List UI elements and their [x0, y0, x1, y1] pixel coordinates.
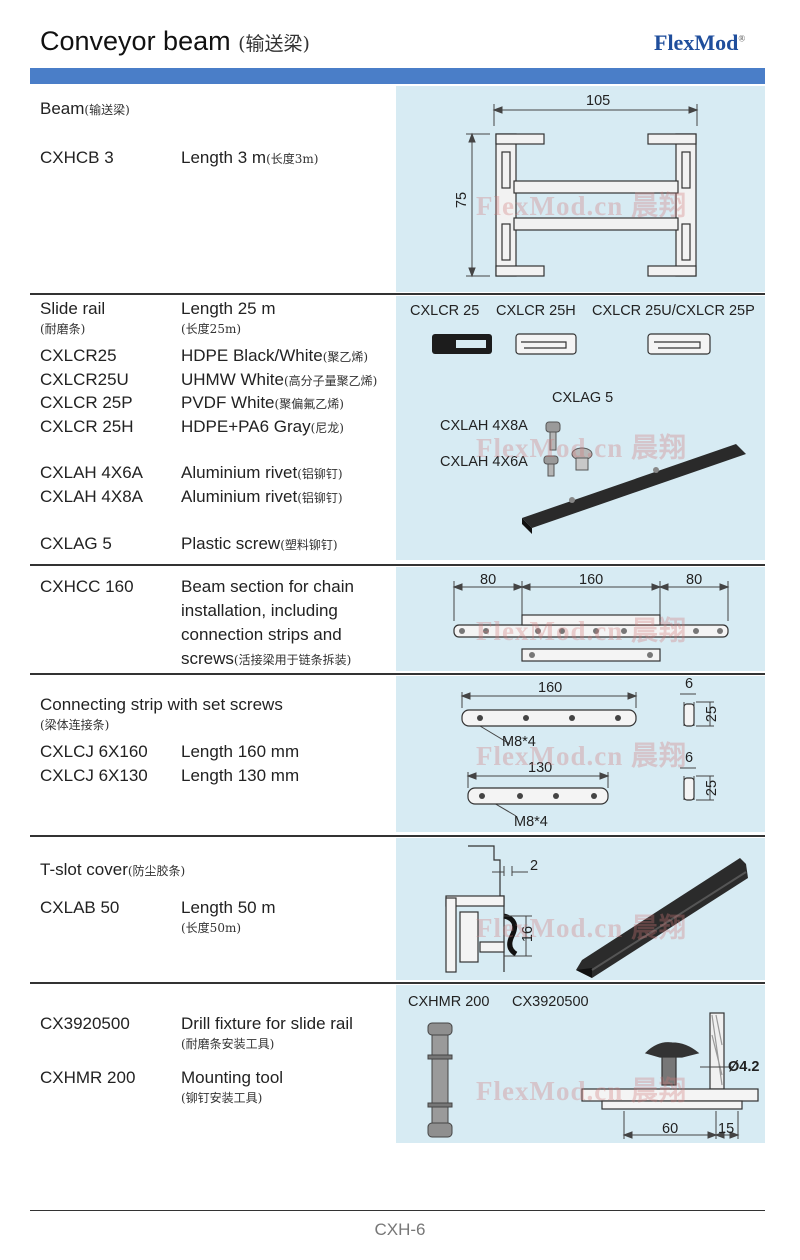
tool-code: CXHMR 200 [40, 1068, 136, 1087]
rail-label-25: CXLCR 25 [410, 303, 480, 319]
beam-width-label: 105 [586, 93, 611, 109]
chain-section-desc-line: Beam section for chain [181, 577, 354, 596]
connecting-strip-heading: Connecting strip with set screws [40, 695, 283, 714]
screw-size-label: M8*4 [514, 814, 548, 830]
tool-desc-cn: (铆钉安装工具) [181, 1091, 263, 1105]
chain-section-image-panel: 80 160 80 FlexMod.cn 晨翔 [396, 567, 765, 671]
rail-label-25u-25p: CXLCR 25U/CXLCR 25P [592, 303, 755, 319]
brand-logo: FlexMod® [654, 30, 746, 55]
strip-desc: Length 160 mm [181, 742, 300, 761]
row-divider [30, 835, 765, 837]
watermark: FlexMod.cn 晨翔 [476, 191, 687, 221]
connecting-strip-heading-cn: (梁体连接条) [40, 718, 110, 732]
page-number: CXH-6 [374, 1220, 426, 1239]
slide-rail-heading: Slide rail [40, 299, 106, 318]
strip-code: CXLCJ 6X160 [40, 742, 148, 761]
strip-thickness: 6 [685, 676, 694, 692]
rivet-desc: Aluminium rivet(铝铆钉) [181, 463, 343, 482]
screw-size-label: M8*4 [502, 734, 536, 750]
watermark: FlexMod.cn 晨翔 [476, 913, 687, 943]
beam-code: CXHCB 3 [40, 148, 114, 167]
chain-section-desc-line: screws(活接梁用于链条拆装) [181, 649, 352, 668]
beam-desc: Length 3 m(长度3m) [181, 148, 319, 167]
rivet6-label: CXLAH 4X6A [440, 454, 528, 470]
tslot-image-panel: 2 16 FlexMod.cn 晨翔 [396, 838, 765, 980]
dim-right: 80 [686, 572, 703, 588]
header-banner [30, 68, 765, 84]
page-title: Conveyor beam (输送梁) [40, 26, 310, 56]
tslot-desc: Length 50 m [181, 898, 276, 917]
strip-height: 25 [704, 705, 721, 723]
dim-left: 80 [480, 572, 497, 588]
slide-rail-image-panel: CXLCR 25 CXLCR 25H CXLCR 25U/CXLCR 25P C… [396, 296, 765, 560]
tool-code: CX3920500 [40, 1014, 130, 1033]
screw-desc: Plastic screw(塑料铆钉) [181, 534, 338, 553]
tslot-drawing [445, 845, 748, 978]
footer-divider [30, 1210, 765, 1211]
connecting-strip-image-panel: 160 M8*4 130 M8*4 6 25 6 25 FlexMod.cn 晨… [396, 676, 765, 832]
rivet-desc: Aluminium rivet(铝铆钉) [181, 487, 343, 506]
chain-section-code: CXHCC 160 [40, 577, 134, 596]
slide-rail-drawing [432, 333, 746, 534]
beam-height-label: 75 [454, 191, 471, 209]
tool-desc: Drill fixture for slide rail [181, 1014, 353, 1033]
slide-rail-code: CXLCR25U [40, 370, 129, 389]
rivet-code: CXLAH 4X6A [40, 463, 143, 482]
slide-rail-desc: HDPE Black/White(聚乙烯) [181, 346, 369, 365]
page-title-cn: (输送梁) [238, 33, 310, 55]
watermark: FlexMod.cn 晨翔 [476, 433, 687, 463]
rivet-code: CXLAH 4X8A [40, 487, 143, 506]
tslot-heading: T-slot cover(防尘胶条) [40, 860, 186, 879]
strip-code: CXLCJ 6X130 [40, 766, 148, 785]
dim-middle: 160 [579, 572, 604, 588]
tool-label-drill: CX3920500 [512, 994, 589, 1010]
tool-desc: Mounting tool [181, 1068, 284, 1087]
rail-label-25h: CXLCR 25H [496, 303, 576, 319]
screw-label: CXLAG 5 [552, 390, 614, 406]
beam-heading: Beam(输送梁) [40, 99, 130, 118]
strip-desc: Length 130 mm [181, 766, 300, 785]
dim-15: 15 [718, 1121, 735, 1137]
slide-rail-desc: UHMW White(高分子量聚乙烯) [181, 370, 378, 389]
chain-section-drawing [452, 581, 730, 662]
tslot-code: CXLAB 50 [40, 898, 120, 917]
slide-rail-desc: PVDF White(聚偏氟乙烯) [181, 393, 344, 412]
slide-rail-length: Length 25 m [181, 299, 276, 318]
strip-length-130: 130 [528, 760, 553, 776]
strip-thickness: 6 [685, 750, 694, 766]
rivet8-label: CXLAH 4X8A [440, 418, 528, 434]
beam-image-panel: 105 75 FlexMod.cn 晨翔 [396, 86, 765, 292]
row-divider [30, 673, 765, 675]
watermark: FlexMod.cn 晨翔 [476, 741, 687, 771]
tool-desc-cn: (耐磨条安装工具) [181, 1037, 275, 1051]
row-divider [30, 982, 765, 984]
connecting-strip-drawing [460, 692, 714, 817]
hole-diameter: Ø4.2 [728, 1059, 760, 1075]
slide-rail-heading-cn: (耐磨条) [40, 322, 86, 336]
tslot-width-dim: 2 [530, 858, 539, 874]
slide-rail-length-cn: (长度25m) [181, 322, 242, 336]
screw-code: CXLAG 5 [40, 534, 112, 553]
slide-rail-code: CXLCR 25H [40, 417, 134, 436]
strip-height: 25 [704, 779, 721, 797]
row-divider [30, 564, 765, 566]
registered-mark: ® [738, 33, 746, 44]
dim-60: 60 [662, 1121, 679, 1137]
slide-rail-desc: HDPE+PA6 Gray(尼龙) [181, 417, 344, 436]
row-divider [30, 293, 765, 295]
strip-length-160: 160 [538, 680, 563, 696]
chain-section-desc-line: connection strips and [181, 625, 342, 644]
chain-section-desc-line: installation, including [181, 601, 338, 620]
tool-label-hmr: CXHMR 200 [408, 994, 490, 1010]
beam-profile-drawing [466, 104, 699, 278]
tools-image-panel: CXHMR 200 CX3920500 Ø4.2 60 15 FlexMod.c… [396, 985, 765, 1143]
tslot-desc-cn: (长度50m) [181, 921, 242, 935]
slide-rail-code: CXLCR25 [40, 346, 117, 365]
slide-rail-code: CXLCR 25P [40, 393, 133, 412]
watermark: FlexMod.cn 晨翔 [476, 1076, 687, 1106]
watermark: FlexMod.cn 晨翔 [476, 616, 687, 646]
tools-drawing [427, 1012, 759, 1139]
